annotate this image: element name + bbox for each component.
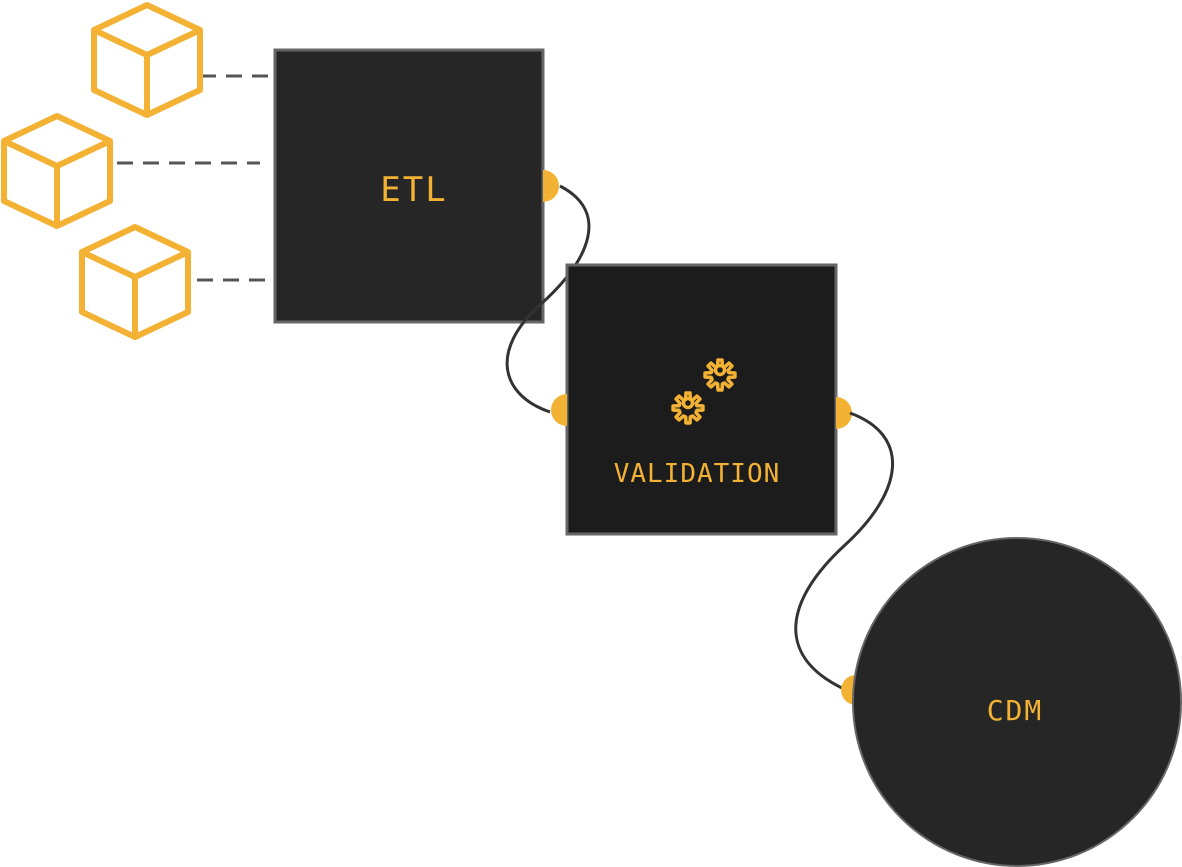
etl-node[interactable]: ETL bbox=[273, 48, 559, 324]
cube-icon bbox=[82, 227, 188, 337]
cdm-node[interactable]: CDM bbox=[841, 537, 1182, 867]
source-cube-1[interactable] bbox=[94, 5, 200, 115]
etl-label: ETL bbox=[380, 170, 447, 210]
cube-icon bbox=[4, 116, 110, 226]
validation-input-port[interactable] bbox=[551, 394, 567, 426]
etl-output-port[interactable] bbox=[543, 170, 559, 202]
edge-validation-cdm bbox=[794, 411, 895, 690]
validation-label: VALIDATION bbox=[614, 459, 781, 489]
cdm-label: CDM bbox=[987, 694, 1044, 727]
gears-icon bbox=[671, 358, 737, 425]
validation-output-port[interactable] bbox=[836, 397, 852, 429]
source-cube-2[interactable] bbox=[4, 116, 110, 226]
validation-node[interactable]: VALIDATION bbox=[551, 263, 852, 536]
edge-etl-validation bbox=[505, 184, 591, 414]
source-cube-3[interactable] bbox=[82, 227, 188, 337]
cube-icon bbox=[94, 5, 200, 115]
